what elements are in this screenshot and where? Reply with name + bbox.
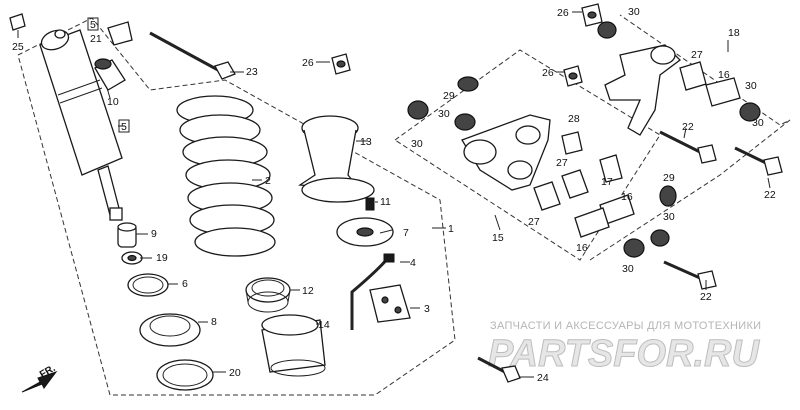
callout-5-box: 5	[90, 19, 96, 31]
callout-27-c: 27	[691, 49, 703, 61]
front-label: FR.	[38, 363, 58, 381]
cushion-9	[117, 222, 137, 248]
shock-absorber	[39, 29, 123, 221]
callout-26-a: 26	[302, 57, 314, 69]
callout-30-c: 30	[663, 211, 675, 223]
shock-spring	[176, 95, 276, 257]
callout-13: 13	[360, 136, 372, 148]
label-box-5	[87, 17, 99, 31]
nut-11	[365, 197, 375, 211]
callout-30-b: 30	[411, 138, 423, 150]
callout-15: 15	[492, 232, 504, 244]
bolt-22-b	[734, 146, 783, 176]
callout-22-a: 22	[682, 121, 694, 133]
callout-3: 3	[424, 303, 430, 315]
callout-12: 12	[302, 285, 314, 297]
callout-4: 4	[410, 257, 416, 269]
callout-20: 20	[229, 367, 241, 379]
bolt-22-c	[663, 260, 717, 290]
seal-29-b	[659, 185, 677, 207]
watermark-brand: PARTSFOR.RU	[488, 333, 760, 375]
shock-link-18	[604, 44, 681, 136]
callout-26-c: 26	[557, 7, 569, 19]
callout-5: 5	[121, 121, 127, 133]
callout-30-f: 30	[745, 80, 757, 92]
callout-30-g: 30	[752, 117, 764, 129]
callout-25: 25	[12, 41, 24, 53]
callout-16-c: 16	[718, 69, 730, 81]
seal-30-c	[650, 229, 670, 247]
label-box-5b	[118, 119, 130, 133]
bracket-3	[369, 284, 411, 323]
callout-28: 28	[568, 113, 580, 125]
spring-seat-8	[139, 313, 201, 347]
stopper-ring-12	[245, 277, 291, 313]
seal-29-a	[457, 76, 479, 92]
boot-14	[261, 314, 326, 377]
callout-1: 1	[448, 223, 454, 235]
seal-30-b	[454, 113, 476, 131]
front-direction-arrow: FR.	[21, 363, 58, 393]
bushing-27-a	[561, 169, 589, 199]
hose-4	[350, 253, 395, 330]
callout-30-e: 30	[628, 6, 640, 18]
washer-20	[156, 359, 214, 391]
callout-21: 21	[90, 33, 102, 45]
label-21	[107, 21, 133, 46]
leader-lines	[17, 11, 771, 378]
nut-26-c	[581, 3, 603, 27]
nut-25	[9, 13, 26, 31]
nut-26-b	[563, 65, 583, 87]
shock-assembly-outline	[17, 17, 456, 396]
bolt-24	[477, 356, 521, 383]
callout-30-a: 30	[438, 108, 450, 120]
callout-22-c: 22	[700, 291, 712, 303]
callout-30-d: 30	[622, 263, 634, 275]
callout-22-b: 22	[764, 189, 776, 201]
bushing-17	[599, 154, 623, 183]
callout-27-a: 27	[556, 157, 568, 169]
bolt-22-a	[659, 130, 717, 164]
spring-guide-13	[298, 115, 375, 203]
callout-16-a: 16	[621, 191, 633, 203]
callout-10: 10	[107, 96, 119, 108]
bolt-23	[149, 31, 236, 80]
nut-26-a	[331, 53, 351, 75]
bushing-28	[561, 131, 583, 155]
shock-arm-15	[461, 114, 551, 191]
seal-30-e	[597, 21, 617, 39]
callout-24: 24	[537, 372, 549, 384]
seal-30-f	[739, 102, 761, 122]
callout-19: 19	[156, 252, 168, 264]
callout-16-b: 16	[576, 242, 588, 254]
plate-7	[336, 217, 394, 247]
callout-11: 11	[380, 196, 391, 208]
ring-6	[127, 273, 169, 297]
collar-16-c	[705, 77, 741, 107]
callout-9: 9	[151, 228, 157, 240]
callout-2: 2	[265, 175, 271, 187]
linkage-outline	[394, 49, 661, 261]
callout-7: 7	[403, 227, 409, 239]
bushing-27-b	[533, 181, 561, 211]
callout-14: 14	[318, 319, 330, 331]
callout-8: 8	[211, 316, 217, 328]
callout-29-b: 29	[663, 172, 675, 184]
callout-6: 6	[182, 278, 188, 290]
callout-29-a: 29	[443, 90, 455, 102]
seal-30-d	[623, 238, 645, 258]
seal-30-a	[407, 100, 429, 120]
callout-18: 18	[728, 27, 740, 39]
callout-23: 23	[246, 66, 258, 78]
watermark-caption: ЗАПЧАСТИ И АКСЕССУАРЫ ДЛЯ МОТОТЕХНИКИ	[490, 320, 761, 332]
callout-17: 17	[601, 176, 613, 188]
callout-27-b: 27	[528, 216, 540, 228]
link-bracket-outline	[589, 14, 791, 261]
washer-19	[121, 251, 143, 265]
collar-16-b	[574, 207, 610, 238]
collar-27-c	[679, 61, 707, 91]
bump-rubber-10	[94, 58, 126, 91]
callout-26-b: 26	[542, 67, 554, 79]
